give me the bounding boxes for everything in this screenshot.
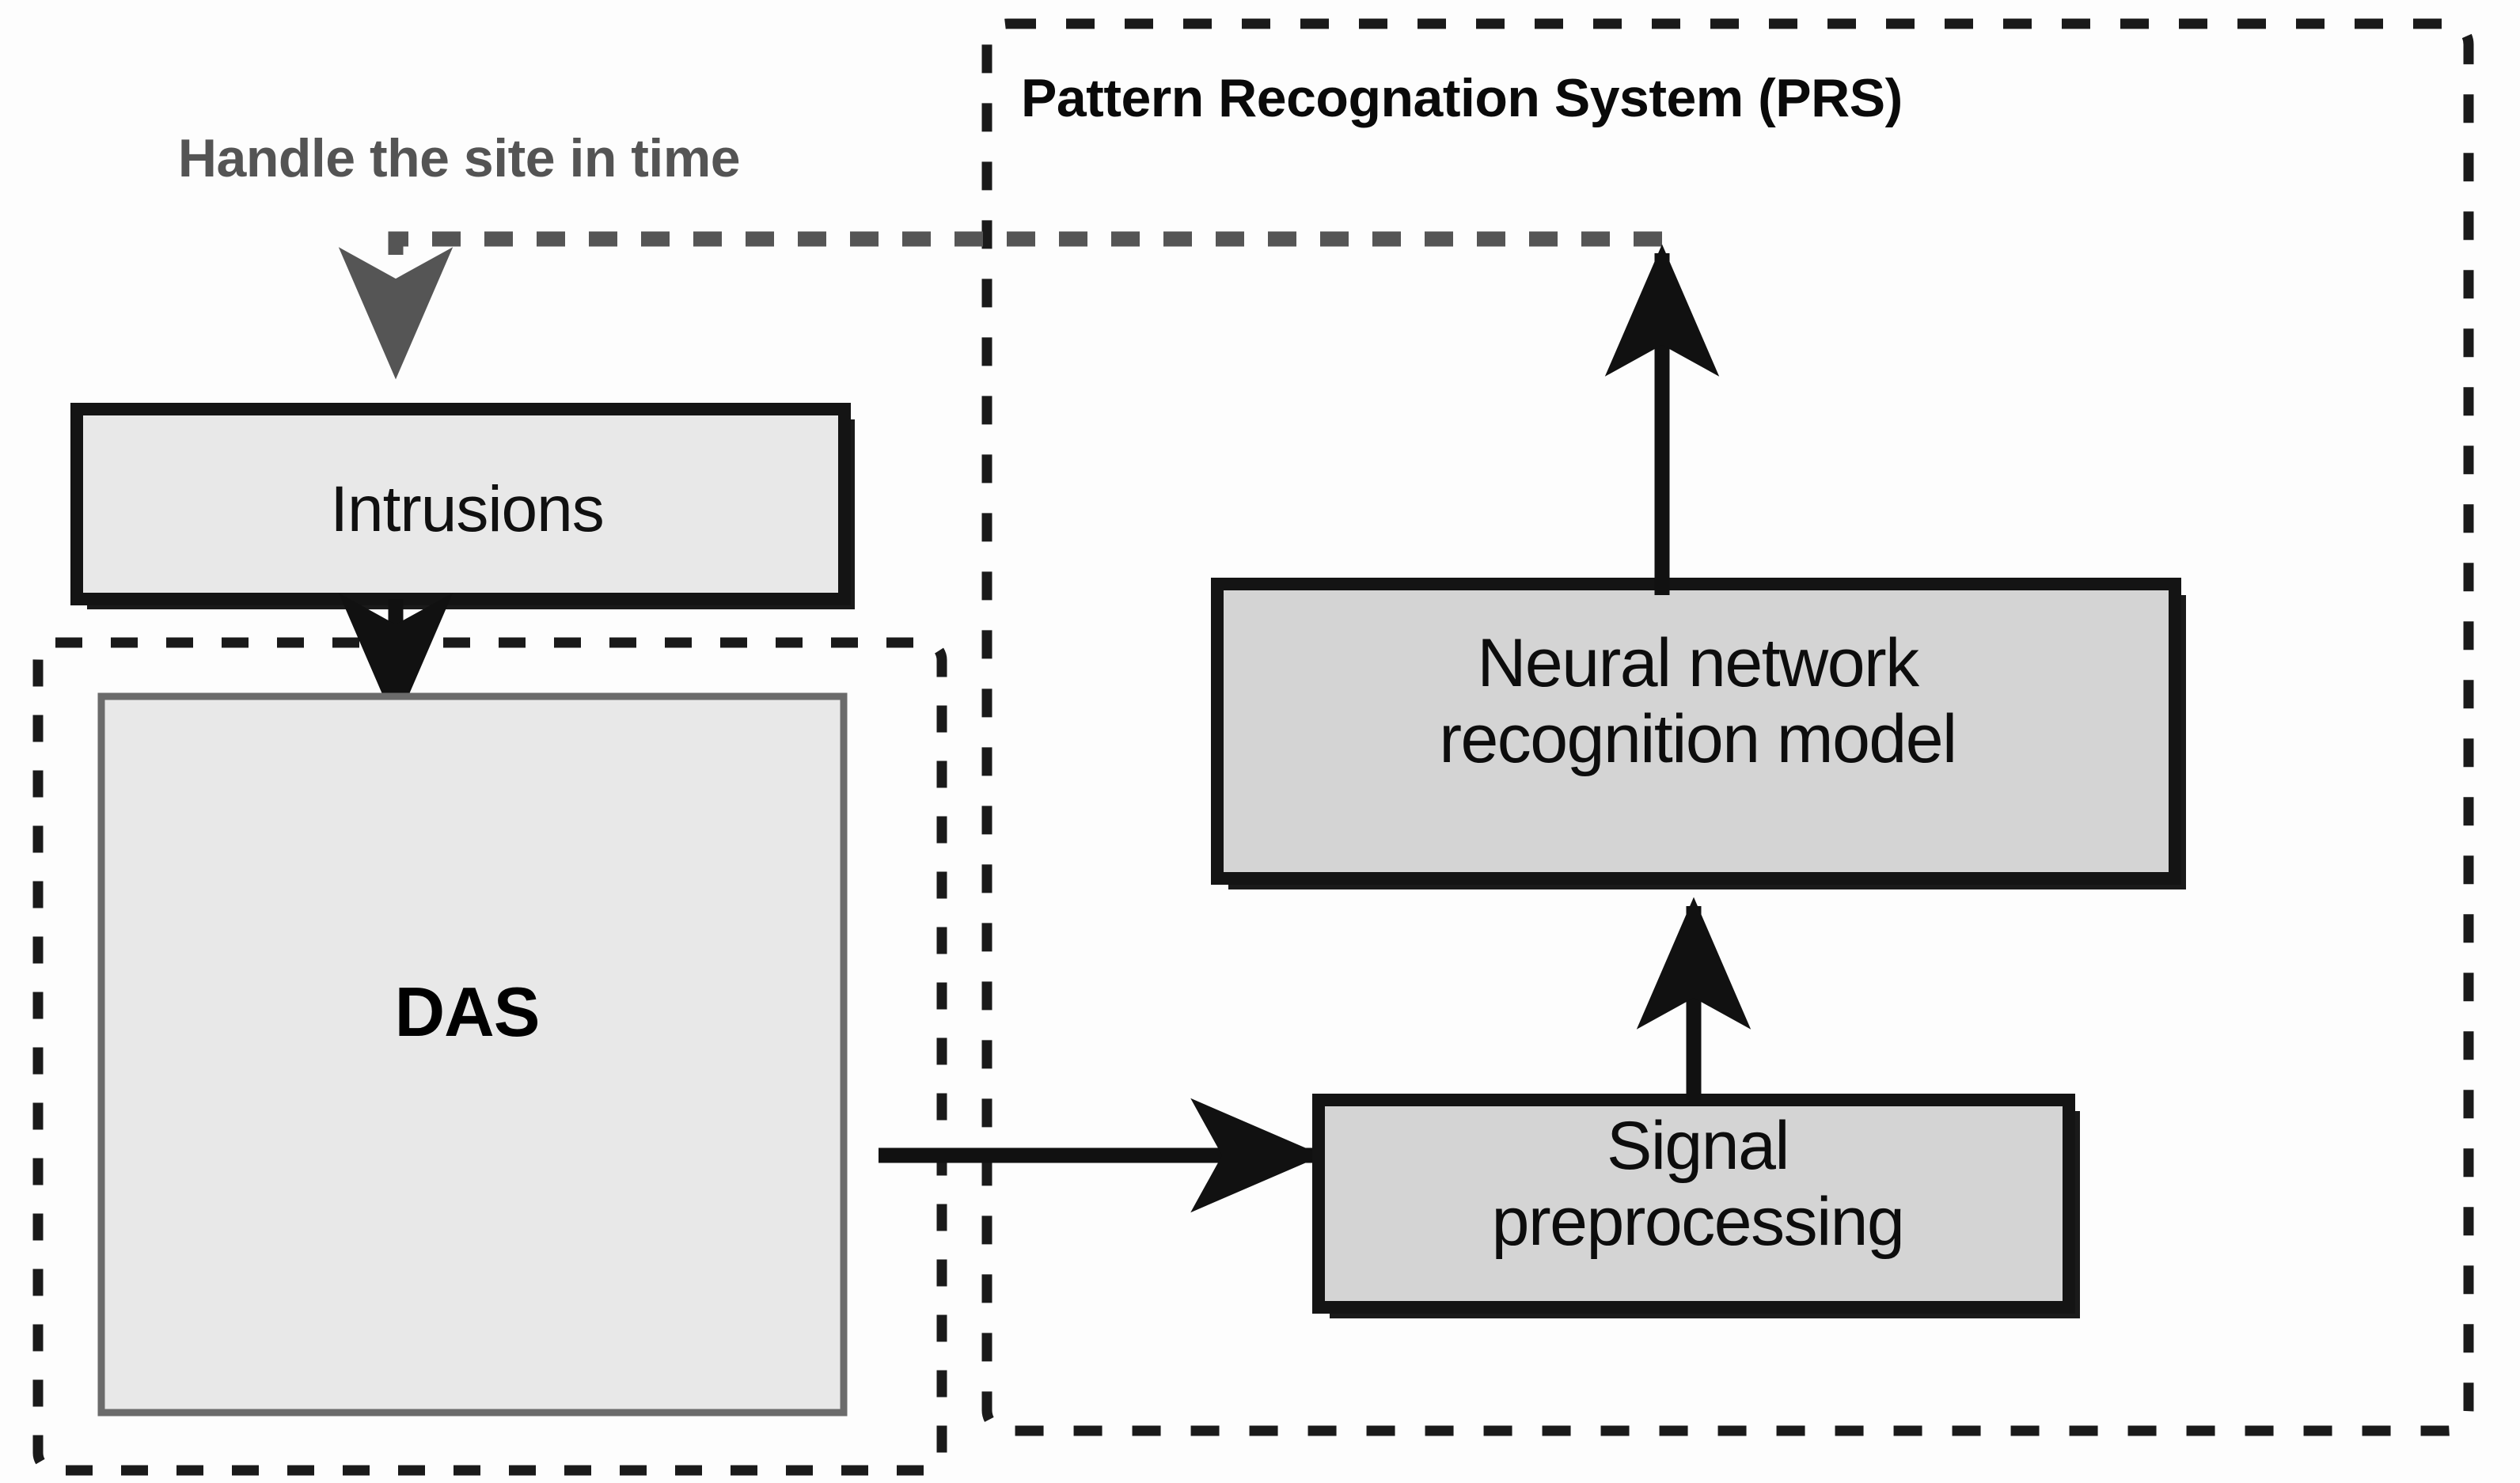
das-node-label: DAS (394, 973, 541, 1051)
feedback-edge-label: Handle the site in time (177, 128, 741, 188)
feedback-edge-path (338, 231, 1662, 380)
intrusions-node[interactable] (70, 403, 855, 609)
das-group-boundary (32, 637, 947, 1476)
intrusions-node-label: Intrusions (330, 473, 605, 545)
prs-group-title: Pattern Recognation System (PRS) (1021, 68, 1903, 128)
signal-preprocessing-label-line-2: preprocessing (1491, 1184, 1905, 1261)
prs-group-boundary (981, 18, 2474, 1436)
intrusions-node-body (70, 403, 851, 605)
signal-preprocessing-node[interactable] (1312, 1094, 2080, 1318)
signal-preprocessing-node-body (1312, 1094, 2075, 1314)
neural-network-label-line-2: recognition model (1439, 701, 1957, 778)
signal-preprocessing-label-line-1: Signal (1606, 1108, 1790, 1184)
das-node[interactable] (97, 692, 848, 1417)
neural-network-label-line-1: Neural network (1477, 625, 1919, 701)
das-node-body (97, 692, 848, 1417)
neural-network-node-body (1211, 578, 2181, 885)
neural-network-node[interactable] (1211, 578, 2186, 889)
